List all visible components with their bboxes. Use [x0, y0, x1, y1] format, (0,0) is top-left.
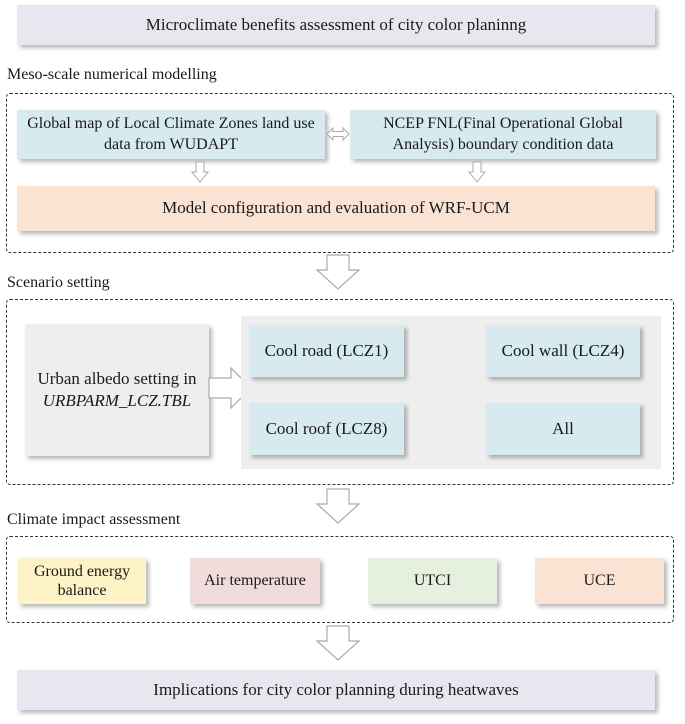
modelling-frame [6, 93, 674, 253]
down-arrow-icon [190, 161, 210, 183]
big-down-arrow-icon [315, 488, 361, 524]
scenario-cool-road: Cool road (LCZ1) [249, 325, 404, 377]
conclusion-box: Implications for city color planning dur… [17, 670, 655, 710]
lcz-data-text: Global map of Local Climate Zones land u… [27, 114, 315, 153]
section-label-impact: Climate impact assessment [7, 511, 181, 528]
ncep-data-text: NCEP FNL(Final Operational Global Analys… [383, 114, 623, 153]
impact-air-temperature: Air temperature [190, 558, 320, 604]
impact-ground-energy-label: Ground energy balance [33, 562, 131, 599]
conclusion-text: Implications for city color planning dur… [153, 679, 519, 699]
big-down-arrow-icon [315, 254, 361, 290]
scenario-cool-wall: Cool wall (LCZ4) [486, 325, 640, 377]
impact-utci: UTCI [368, 558, 497, 604]
scenario-frame [6, 299, 674, 485]
scenario-all-label: All [552, 418, 574, 438]
impact-utci-label: UTCI [413, 571, 452, 589]
albedo-setting-box: Urban albedo setting in URBPARM_LCZ.TBL [25, 324, 209, 456]
model-config-box: Model configuration and evaluation of WR… [17, 186, 655, 231]
lcz-data-box: Global map of Local Climate Zones land u… [17, 110, 325, 159]
scenario-cool-road-label: Cool road (LCZ1) [264, 340, 389, 360]
scenario-cool-wall-label: Cool wall (LCZ4) [501, 340, 625, 360]
impact-uce: UCE [535, 558, 664, 604]
down-arrow-icon [467, 161, 487, 183]
albedo-setting-text: Urban albedo setting in [37, 368, 197, 388]
impact-frame [6, 536, 674, 623]
title-box: Microclimate benefits assessment of city… [17, 5, 655, 45]
scenario-cool-roof-label: Cool roof (LCZ8) [265, 418, 388, 438]
scenario-all: All [486, 403, 640, 455]
model-config-text: Model configuration and evaluation of WR… [162, 198, 510, 218]
double-arrow-icon [326, 126, 350, 142]
impact-ground-energy: Ground energy balance [18, 558, 146, 604]
ncep-data-box: NCEP FNL(Final Operational Global Analys… [350, 110, 656, 159]
title-text: Microclimate benefits assessment of city… [145, 14, 527, 34]
impact-air-temperature-label: Air temperature [204, 571, 306, 589]
section-label-modelling: Meso-scale numerical modelling [7, 66, 217, 83]
albedo-table-name: URBPARM_LCZ.TBL [42, 391, 192, 410]
impact-uce-label: UCE [583, 571, 616, 589]
section-label-scenario: Scenario setting [7, 274, 110, 291]
scenario-cool-roof: Cool roof (LCZ8) [249, 403, 404, 455]
big-down-arrow-icon [315, 625, 361, 661]
